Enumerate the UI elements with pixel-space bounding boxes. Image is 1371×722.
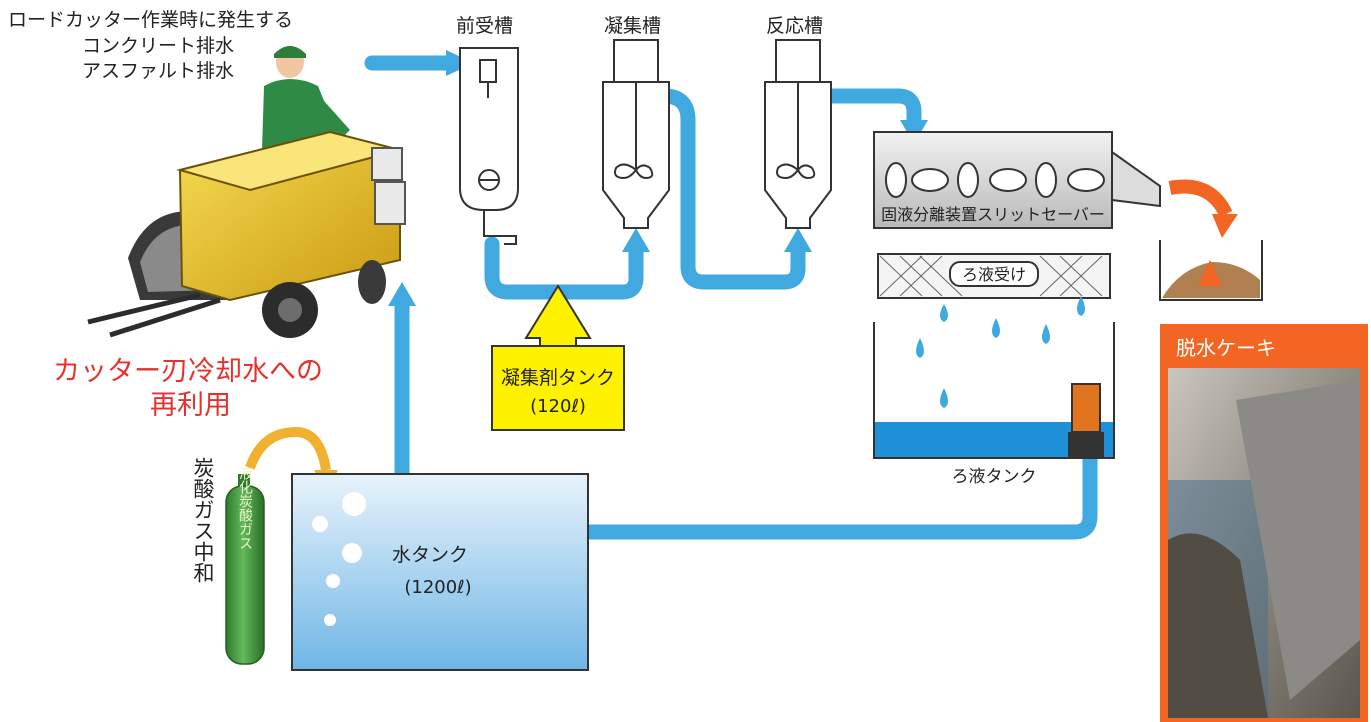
- cake-section: 脱水ケーキ: [1159, 179, 1368, 722]
- reuse-line-1: カッター刃冷却水への: [53, 356, 323, 387]
- source-line-1: ロードカッター作業時に発生する: [8, 9, 293, 31]
- pipe-coag-to-react: [656, 88, 806, 290]
- coagulant-name: 凝集剤タンク: [501, 367, 615, 389]
- cylinder-valve: [238, 474, 250, 488]
- coagulation-tank: 凝集槽: [602, 15, 670, 229]
- reaction-tank: 反応槽: [764, 15, 832, 229]
- separator-chute: [1111, 150, 1161, 208]
- separator-unit: 固液分離装置スリットセーバー ろ液受け: [873, 131, 1161, 487]
- source-line-3: アスファルト排水: [82, 60, 234, 82]
- water-tank: 水タンク (1200ℓ): [291, 473, 589, 671]
- separator-screws: [885, 162, 1105, 198]
- filtrate-tray-label: ろ液受け: [962, 265, 1026, 284]
- water-bubbles: [312, 492, 366, 626]
- cake-bin: [1159, 240, 1263, 301]
- reuse-line-2: 再利用: [150, 390, 231, 421]
- reuse-text: カッター刃冷却水への 再利用: [53, 356, 323, 421]
- pipe-react-to-separator: [814, 88, 922, 130]
- coag-tank-label: 凝集槽: [604, 15, 661, 37]
- coagulant-box: [491, 345, 625, 431]
- filtrate-tank: ろ液タンク: [873, 322, 1115, 487]
- filtrate-tray: ろ液受け: [877, 253, 1111, 299]
- filtrate-droplets: [916, 296, 1085, 408]
- coagulant-arrow: [524, 284, 592, 349]
- pipe-filtrate-to-water: [572, 450, 1098, 540]
- water-tank-body: [291, 473, 589, 671]
- road-cutter-machine: [87, 46, 406, 338]
- water-tank-volume: (1200ℓ): [404, 577, 471, 598]
- worker-figure: [262, 46, 350, 150]
- flow-pipes: [364, 55, 1098, 540]
- source-text: ロードカッター作業時に発生する コンクリート排水 アスファルト排水: [8, 9, 293, 82]
- pre-tank-label: 前受槽: [456, 15, 513, 37]
- co2-cylinder: [225, 485, 265, 665]
- pre-tank: 前受槽: [456, 15, 519, 245]
- co2-arrow: [245, 426, 331, 471]
- react-tank-label: 反応槽: [766, 15, 823, 37]
- source-line-2: コンクリート排水: [82, 35, 234, 57]
- co2-vertical-label: 炭酸ガス中和: [191, 457, 215, 583]
- cake-arrow: [1168, 179, 1233, 218]
- separator-label: 固液分離装置スリットセーバー: [881, 205, 1105, 224]
- cylinder-label: 液化炭酸ガス: [237, 466, 253, 550]
- filtrate-tank-label: ろ液タンク: [952, 467, 1037, 487]
- pipe-pretank-to-coag: [484, 236, 644, 300]
- arrow-into-machine: [388, 282, 416, 306]
- co2-section: 炭酸ガス中和 液化炭酸ガス: [191, 426, 338, 665]
- arrow-into-react: [784, 228, 812, 252]
- cake-label: 脱水ケーキ: [1176, 336, 1276, 360]
- arrow-into-coag: [622, 228, 650, 252]
- coagulant-tank: 凝集剤タンク (120ℓ): [491, 284, 625, 431]
- pump-icon: [1071, 383, 1101, 433]
- coagulant-volume: (120ℓ): [530, 396, 586, 417]
- water-tank-name: 水タンク: [392, 544, 468, 566]
